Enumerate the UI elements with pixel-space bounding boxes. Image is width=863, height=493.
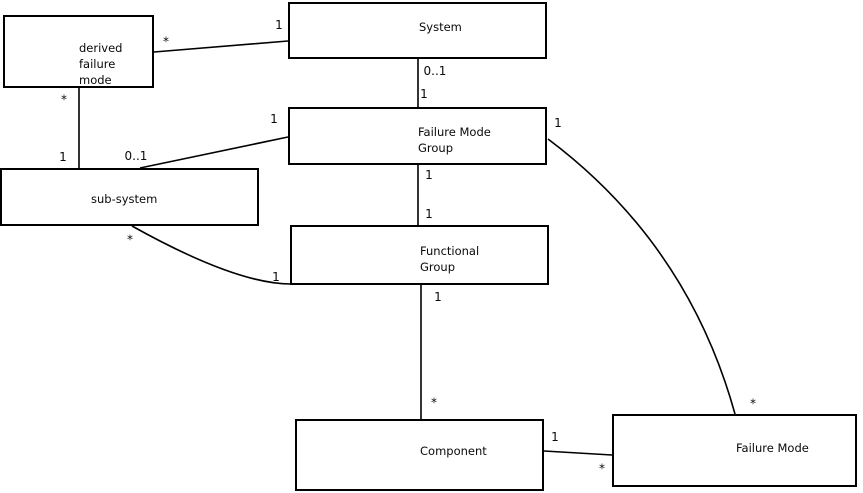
cardinality-system-failure-mode-group-b: 1	[420, 87, 428, 101]
cardinality-sub-system-failure-mode-group-b: 1	[270, 112, 278, 126]
cardinality-functional-group-component-b: *	[431, 395, 437, 410]
cardinality-derived-failure-mode-sub-system-a: *	[61, 92, 67, 107]
cardinality-derived-failure-mode-system-a: *	[163, 34, 169, 49]
line-sub-system-functional-group	[131, 225, 292, 285]
cardinality-sub-system-failure-mode-group-a: 0..1	[124, 149, 148, 163]
entity-system: System	[288, 2, 547, 59]
cardinality-failure-mode-group-functional-group-a: 1	[425, 168, 433, 182]
cardinality-failure-mode-group-failure-mode-a: 1	[554, 116, 562, 130]
line-failure-mode-group-failure-mode	[547, 138, 736, 415]
entity-sub-system: sub-system	[0, 168, 259, 226]
cardinality-component-failure-mode-a: 1	[551, 430, 559, 444]
entity-component: Component	[295, 419, 544, 491]
line-derived-failure-mode-system	[153, 40, 289, 53]
cardinality-derived-failure-mode-sub-system-b: 1	[59, 150, 67, 164]
entity-label-system: System	[419, 20, 462, 34]
cardinality-failure-mode-group-failure-mode-b: *	[750, 396, 756, 411]
entity-label-functional-group: Functional Group	[420, 244, 480, 274]
cardinality-sub-system-functional-group-b: 1	[272, 270, 280, 284]
entity-label-failure-mode: Failure Mode	[736, 441, 809, 455]
entity-failure-mode: Failure Mode	[612, 414, 857, 487]
entity-functional-group: Functional Group	[290, 225, 549, 285]
line-component-failure-mode	[543, 450, 613, 456]
cardinality-derived-failure-mode-system-b: 1	[275, 18, 283, 32]
entity-derived-failure-mode: derived failure mode	[3, 15, 154, 88]
entity-label-component: Component	[420, 444, 487, 458]
entity-label-derived-failure-mode: derived failure mode	[79, 41, 123, 87]
cardinality-failure-mode-group-functional-group-b: 1	[425, 207, 433, 221]
cardinality-sub-system-functional-group-a: *	[127, 232, 133, 247]
cardinality-component-failure-mode-b: *	[599, 461, 605, 476]
line-sub-system-failure-mode-group	[139, 136, 289, 169]
entity-failure-mode-group: Failure Mode Group	[288, 107, 547, 165]
cardinality-system-failure-mode-group-a: 0..1	[423, 64, 447, 78]
entity-label-failure-mode-group: Failure Mode Group	[418, 125, 491, 155]
cardinality-functional-group-component-a: 1	[434, 290, 442, 304]
entity-label-sub-system: sub-system	[91, 192, 158, 206]
